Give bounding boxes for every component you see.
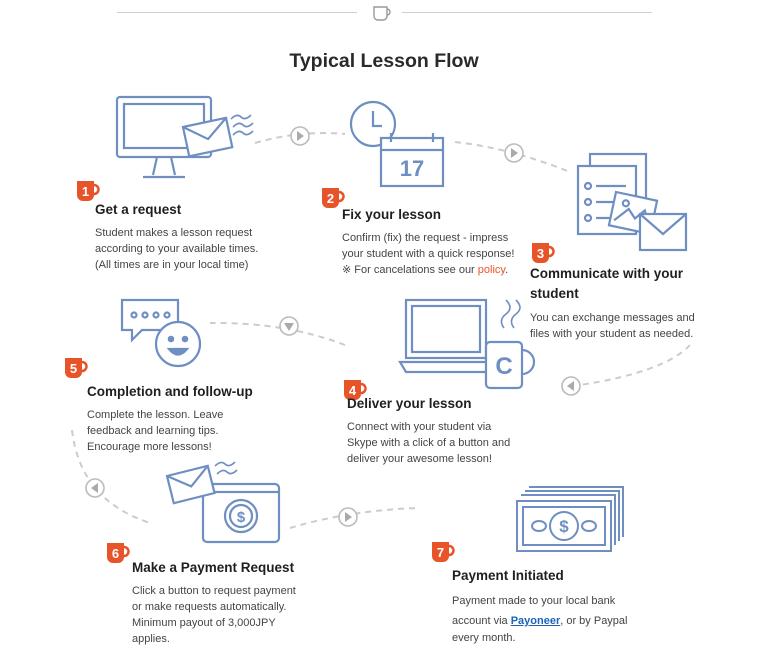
flow-arrow-4-icon (279, 316, 299, 336)
step-3-title: Communicate with your student (530, 266, 684, 301)
coffee-cup-icon (373, 6, 391, 21)
calendar-day: 17 (400, 156, 424, 181)
step-5-title: Completion and follow-up (87, 384, 253, 399)
page-title: Typical Lesson Flow (289, 50, 479, 72)
step-7-description: Payment made to your local bank account … (452, 595, 628, 644)
svg-text:5: 5 (70, 361, 77, 376)
header-divider-left (117, 12, 357, 13)
monitor-envelope-icon (115, 95, 254, 179)
svg-text:1: 1 (82, 184, 89, 199)
banknote-stack-icon: $ (516, 486, 624, 552)
svg-text:4: 4 (349, 383, 357, 398)
mug-letter: C (495, 353, 512, 380)
step-2-badge: 2 (322, 188, 345, 208)
step-5-description: Complete the lesson. Leave feedback and … (87, 409, 224, 453)
banknote-dollar-sign: $ (559, 517, 569, 536)
step-2-title: Fix your lesson (342, 207, 442, 222)
header-divider-right (402, 12, 652, 13)
svg-text:7: 7 (437, 545, 444, 560)
flow-arrow-3-icon (561, 376, 581, 396)
step-3-badge: 3 (532, 243, 555, 263)
svg-text:2: 2 (327, 191, 334, 206)
documents-envelope-icon (576, 152, 688, 252)
laptop-mug-icon: C (398, 298, 536, 390)
step-1-description: Student makes a lesson request according… (95, 227, 259, 271)
svg-text:3: 3 (537, 246, 544, 261)
clock-calendar-icon: 17 (349, 100, 445, 188)
step-4-title: Deliver your lesson (347, 396, 472, 411)
step-4-badge: 4 (344, 380, 367, 400)
svg-text:6: 6 (112, 546, 119, 561)
step-6-badge: 6 (107, 543, 130, 563)
step-1-title: Get a request (95, 202, 182, 217)
step-4-description: Connect with your student via Skype with… (347, 421, 511, 465)
step-6-title: Make a Payment Request (132, 560, 295, 575)
flow-arrow-2-icon (504, 143, 524, 163)
step-2-description: Confirm (fix) the request - impress your… (342, 232, 515, 276)
envelope-dollar-icon: $ (165, 461, 281, 544)
step-7-badge: 7 (432, 542, 455, 562)
step-6-description: Click a button to request payment or mak… (132, 585, 296, 645)
step-7-title: Payment Initiated (452, 568, 564, 583)
payoneer-link[interactable]: Payoneer (510, 615, 561, 627)
policy-link[interactable]: policy (477, 264, 506, 276)
flow-arrow-1-icon (290, 126, 310, 146)
dollar-sign: $ (237, 509, 246, 526)
flow-arrow-5-icon (85, 478, 105, 498)
step-1-badge: 1 (77, 181, 100, 201)
step-3-description: You can exchange messages and files with… (530, 312, 695, 340)
flow-arrow-6-icon (338, 507, 358, 527)
chat-smiley-icon (120, 298, 202, 368)
step-5-badge: 5 (65, 358, 88, 378)
